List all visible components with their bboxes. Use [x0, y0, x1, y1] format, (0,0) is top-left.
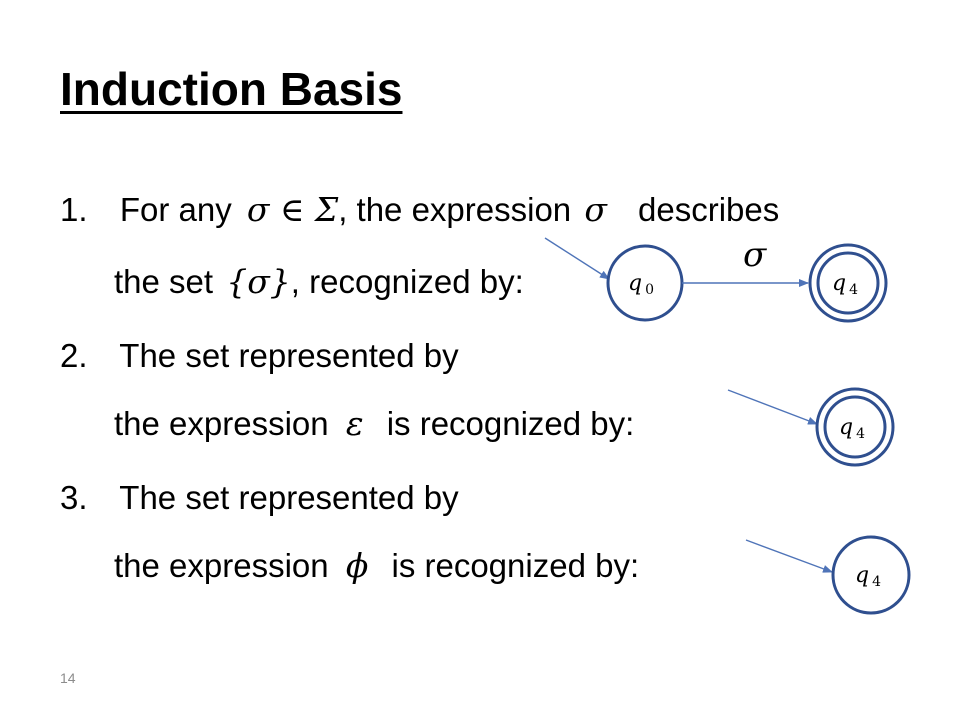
- item-3-line-2: the expression ϕ is recognized by:: [114, 546, 639, 586]
- item-3-line-1: 3. The set represented by: [60, 478, 459, 518]
- item-2-line-1: 2. The set represented by: [60, 336, 459, 376]
- automaton-1-final-state-outer: [808, 243, 888, 323]
- item-1-set-sigma: {σ}: [226, 262, 291, 301]
- item-1-line-1: 1. For any σ ∈ Σ, the expression σ descr…: [60, 190, 779, 230]
- automaton-1-transition-label: σ: [743, 235, 767, 275]
- item-1-number: 1.: [60, 191, 88, 228]
- item-1-line-2: the set {σ}, recognized by:: [114, 262, 524, 302]
- item-1-text-for-any: For any: [119, 191, 232, 228]
- item-1-sigma-in-sigma: σ ∈ Σ: [246, 190, 339, 229]
- item-2-text-is-recognized-by: is recognized by:: [386, 405, 635, 442]
- item-3-text-the-expression: the expression: [114, 547, 329, 584]
- automaton-3-state: [831, 535, 911, 615]
- automaton-1-final-state-inner: [816, 251, 880, 315]
- automaton-2-state-outer: [815, 387, 895, 467]
- slide-title: Induction Basis: [60, 63, 403, 115]
- item-1-sigma-expression: σ: [584, 190, 607, 229]
- item-1-text-the-expression: , the expression: [338, 191, 572, 228]
- item-1-text-recognized-by: , recognized by:: [290, 263, 524, 300]
- automaton-2-state-inner: [823, 395, 887, 459]
- automaton-1-start-state: [606, 244, 684, 322]
- item-3-phi-symbol: ϕ: [345, 546, 369, 585]
- item-2-line-2: the expression ε is recognized by:: [114, 404, 634, 444]
- automaton-1-start-arrow: [544, 237, 610, 280]
- automaton-2-start-arrow: [727, 389, 818, 425]
- item-3-text-the-set-represented: The set represented by: [119, 479, 459, 516]
- item-2-text-the-expression: the expression: [114, 405, 329, 442]
- item-1-text-describes: describes: [638, 191, 780, 228]
- item-1-text-the-set: the set: [114, 263, 214, 300]
- item-3-number: 3.: [60, 479, 88, 516]
- item-3-text-is-recognized-by: is recognized by:: [391, 547, 640, 584]
- item-2-number: 2.: [60, 337, 88, 374]
- item-2-epsilon-symbol: ε: [345, 404, 364, 443]
- slide-number: 14: [60, 670, 76, 686]
- item-2-text-the-set-represented: The set represented by: [119, 337, 459, 374]
- automaton-3-start-arrow: [745, 539, 833, 573]
